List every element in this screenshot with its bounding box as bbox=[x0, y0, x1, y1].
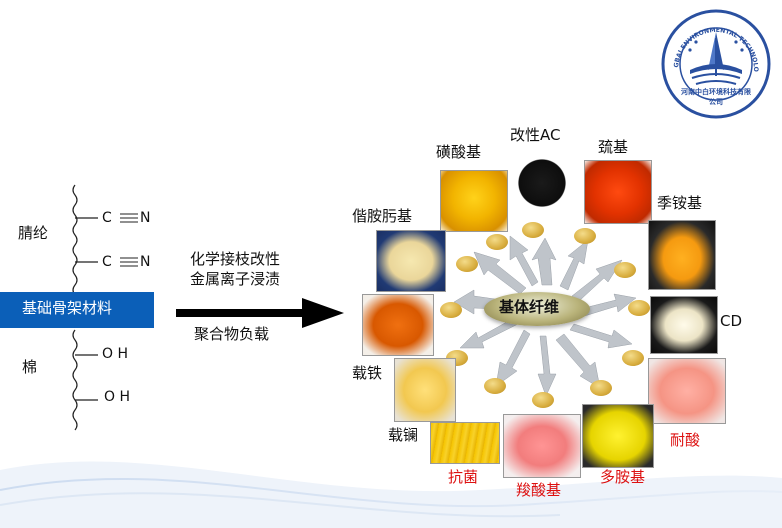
base-skeleton-label: 基础骨架材料 bbox=[22, 299, 113, 317]
acid-resistant-label: 耐酸 bbox=[670, 431, 701, 449]
quaternary-sample bbox=[648, 220, 716, 290]
antibacterial-label: 抗菌 bbox=[448, 468, 479, 486]
logo-emblem: HENAN ZHONGBAI ENVIRONMENTAL TECHNOLOGY … bbox=[657, 3, 771, 119]
lanthanum-sample bbox=[394, 358, 456, 422]
fiber-structure-lines bbox=[72, 184, 138, 431]
nitrile-n-1: N bbox=[140, 210, 151, 226]
quaternary-label: 季铵基 bbox=[657, 194, 703, 212]
carboxyl-sample bbox=[503, 414, 581, 478]
process-step-impregnation: 金属离子浸渍 bbox=[190, 270, 281, 288]
hydroxyl-2: O H bbox=[104, 389, 130, 405]
amidoxime-label: 偕胺肟基 bbox=[352, 207, 413, 225]
cotton-label: 棉 bbox=[22, 358, 38, 376]
process-arrow bbox=[176, 298, 344, 328]
sulfonic-sample bbox=[440, 170, 508, 232]
process-step-grafting: 化学接枝改性 bbox=[190, 250, 281, 268]
modified-ac-label: 改性AC bbox=[510, 126, 561, 144]
radial-arrows bbox=[453, 235, 637, 397]
nitrile-c-1: C bbox=[102, 210, 112, 226]
thiol-sample bbox=[584, 160, 652, 224]
carboxyl-label: 羧酸基 bbox=[516, 481, 562, 499]
amidoxime-sample bbox=[376, 230, 446, 292]
cd-label: CD bbox=[720, 312, 743, 330]
egg-5 bbox=[622, 350, 644, 366]
egg-1 bbox=[522, 222, 544, 238]
egg-3 bbox=[614, 262, 636, 278]
modified-ac-sample bbox=[509, 148, 575, 218]
cd-sample bbox=[650, 296, 718, 354]
egg-12 bbox=[486, 234, 508, 250]
acid-resistant-sample bbox=[648, 358, 726, 424]
lanthanum-label: 载镧 bbox=[388, 426, 419, 444]
polyamine-label: 多胺基 bbox=[600, 468, 646, 486]
thiol-label: 巯基 bbox=[598, 138, 629, 156]
antibacterial-sample bbox=[430, 422, 500, 464]
polyamine-sample bbox=[582, 404, 654, 468]
base-skeleton-bar bbox=[0, 292, 154, 328]
nitrile-n-2: N bbox=[140, 254, 151, 270]
egg-2 bbox=[574, 228, 596, 244]
process-step-polymer: 聚合物负载 bbox=[194, 325, 270, 343]
egg-10 bbox=[440, 302, 462, 318]
egg-11 bbox=[456, 256, 478, 272]
company-logo: HENAN ZHONGBAI ENVIRONMENTAL TECHNOLOGY … bbox=[657, 3, 772, 120]
acrylic-label: 腈纶 bbox=[18, 224, 49, 242]
egg-4 bbox=[628, 300, 650, 316]
base-fiber-label: 基体纤维 bbox=[499, 298, 560, 316]
egg-6 bbox=[590, 380, 612, 396]
base-fiber-node bbox=[484, 292, 590, 326]
nitrile-c-2: C bbox=[102, 254, 112, 270]
hydroxyl-1: O H bbox=[102, 346, 128, 362]
logo-cn-name: 河南中白环境科技有限公司 bbox=[681, 88, 751, 106]
iron-sample bbox=[362, 294, 434, 356]
egg-8 bbox=[484, 378, 506, 394]
sulfonic-label: 磺酸基 bbox=[436, 143, 482, 161]
egg-7 bbox=[532, 392, 554, 408]
iron-label: 载铁 bbox=[352, 364, 383, 382]
